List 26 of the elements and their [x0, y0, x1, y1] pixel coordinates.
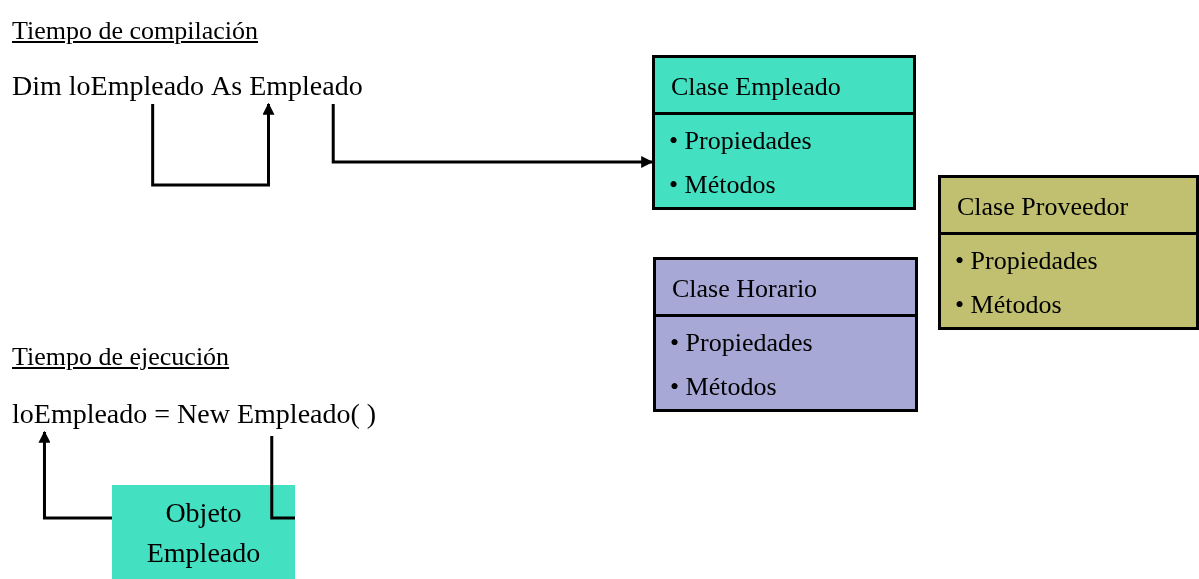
section-heading: Tiempo de compilación — [12, 16, 258, 46]
code-text: Dim — [12, 70, 62, 102]
member-item: • Propiedades — [955, 245, 1098, 277]
member-item: • Métodos — [670, 371, 777, 403]
object-label: Objeto Empleado — [146, 497, 261, 568]
connector-arrow — [331, 104, 654, 168]
class-box — [653, 257, 918, 412]
code-identifier: Empleado( ) — [236, 398, 377, 430]
member-item: • Propiedades — [669, 125, 812, 157]
connector-arrow — [151, 102, 275, 187]
code-text: As — [211, 70, 243, 102]
code-identifier: Empleado — [249, 70, 363, 102]
class-name: Clase Horario — [672, 274, 818, 304]
class-name: Clase Proveedor — [957, 192, 1129, 222]
code-text: = New — [154, 398, 230, 430]
class-box — [652, 55, 916, 210]
code-identifier: loEmpleado — [68, 70, 205, 102]
connector-arrow — [38, 430, 112, 520]
member-item: • Propiedades — [670, 327, 813, 359]
section-heading: Tiempo de ejecución — [12, 342, 230, 372]
class-name: Clase Empleado — [671, 72, 841, 102]
class-box — [938, 175, 1199, 330]
member-item: • Métodos — [669, 169, 776, 201]
code-identifier: loEmpleado — [12, 398, 148, 430]
object-box — [112, 485, 295, 579]
member-item: • Métodos — [955, 289, 1062, 321]
